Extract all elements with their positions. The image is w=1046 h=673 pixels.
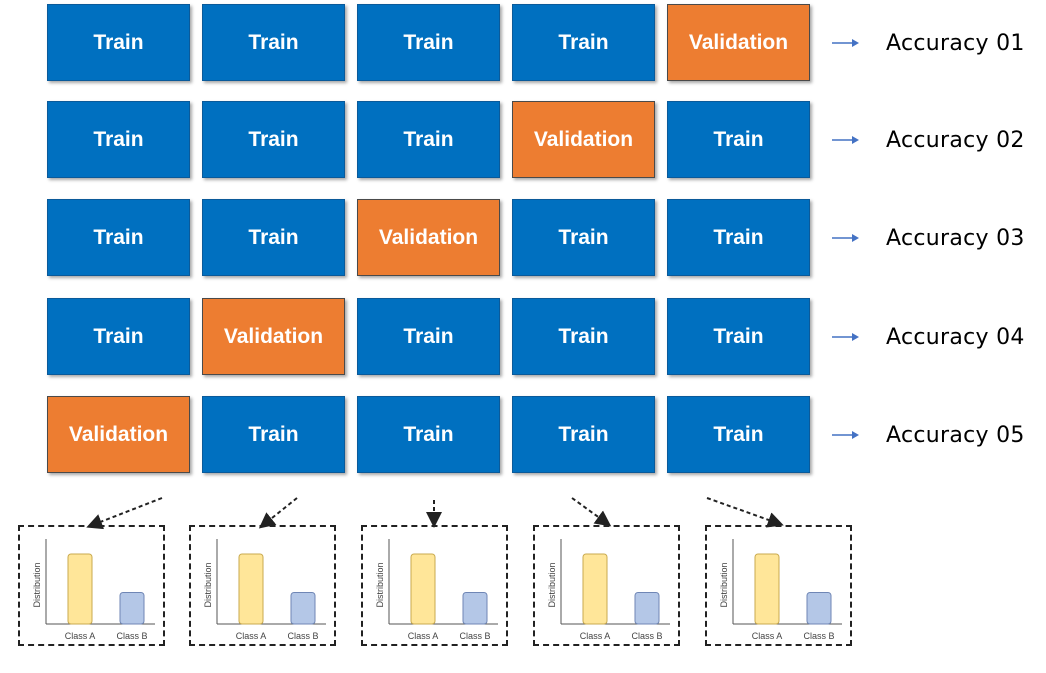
accuracy-label: Accuracy 03 <box>886 226 1025 251</box>
train-fold: Train <box>357 396 500 473</box>
result-arrow-icon <box>832 333 859 341</box>
class-b-label: Class B <box>116 631 147 641</box>
train-fold: Train <box>202 101 345 178</box>
train-fold: Train <box>667 101 810 178</box>
train-fold: Train <box>512 4 655 81</box>
train-fold: Train <box>512 298 655 375</box>
class-b-label: Class B <box>287 631 318 641</box>
accuracy-label: Accuracy 02 <box>886 128 1025 153</box>
train-fold: Train <box>357 4 500 81</box>
result-arrow-icon <box>832 136 859 144</box>
validation-fold: Validation <box>667 4 810 81</box>
result-arrow-icon <box>832 234 859 242</box>
train-fold: Train <box>202 396 345 473</box>
accuracy-label: Accuracy 04 <box>886 325 1025 350</box>
train-fold: Train <box>357 101 500 178</box>
bar-class-b <box>119 592 145 625</box>
bar-class-a <box>238 553 264 625</box>
class-a-label: Class A <box>236 631 267 641</box>
validation-fold: Validation <box>357 199 500 276</box>
connector-arrow <box>571 497 612 527</box>
train-fold: Train <box>202 199 345 276</box>
connector-arrow <box>258 497 298 529</box>
distribution-ylabel: Distribution <box>32 562 42 607</box>
validation-fold: Validation <box>202 298 345 375</box>
train-fold: Train <box>667 298 810 375</box>
class-a-label: Class A <box>408 631 439 641</box>
train-fold: Train <box>512 199 655 276</box>
validation-fold: Validation <box>47 396 190 473</box>
bar-class-b <box>806 592 832 625</box>
connector-arrow <box>86 497 163 530</box>
class-b-label: Class B <box>459 631 490 641</box>
bar-class-a <box>582 553 608 625</box>
train-fold: Train <box>667 396 810 473</box>
bar-class-b <box>290 592 316 625</box>
validation-fold: Validation <box>512 101 655 178</box>
train-fold: Train <box>47 101 190 178</box>
bar-class-a <box>410 553 436 625</box>
distribution-ylabel: Distribution <box>203 562 213 607</box>
train-fold: Train <box>202 4 345 81</box>
distribution-ylabel: Distribution <box>375 562 385 607</box>
bar-class-a <box>67 553 93 625</box>
result-arrow-icon <box>832 431 859 439</box>
class-a-label: Class A <box>65 631 96 641</box>
class-b-label: Class B <box>803 631 834 641</box>
result-arrow-icon <box>832 39 859 47</box>
connector-arrow <box>706 497 784 528</box>
train-fold: Train <box>47 199 190 276</box>
accuracy-label: Accuracy 01 <box>886 31 1025 56</box>
train-fold: Train <box>512 396 655 473</box>
class-a-label: Class A <box>752 631 783 641</box>
class-a-label: Class A <box>580 631 611 641</box>
distribution-ylabel: Distribution <box>547 562 557 607</box>
train-fold: Train <box>47 298 190 375</box>
bar-class-b <box>634 592 660 625</box>
bar-class-b <box>462 592 488 625</box>
train-fold: Train <box>357 298 500 375</box>
distribution-ylabel: Distribution <box>719 562 729 607</box>
class-b-label: Class B <box>631 631 662 641</box>
bar-class-a <box>754 553 780 625</box>
train-fold: Train <box>667 199 810 276</box>
accuracy-label: Accuracy 05 <box>886 423 1025 448</box>
train-fold: Train <box>47 4 190 81</box>
